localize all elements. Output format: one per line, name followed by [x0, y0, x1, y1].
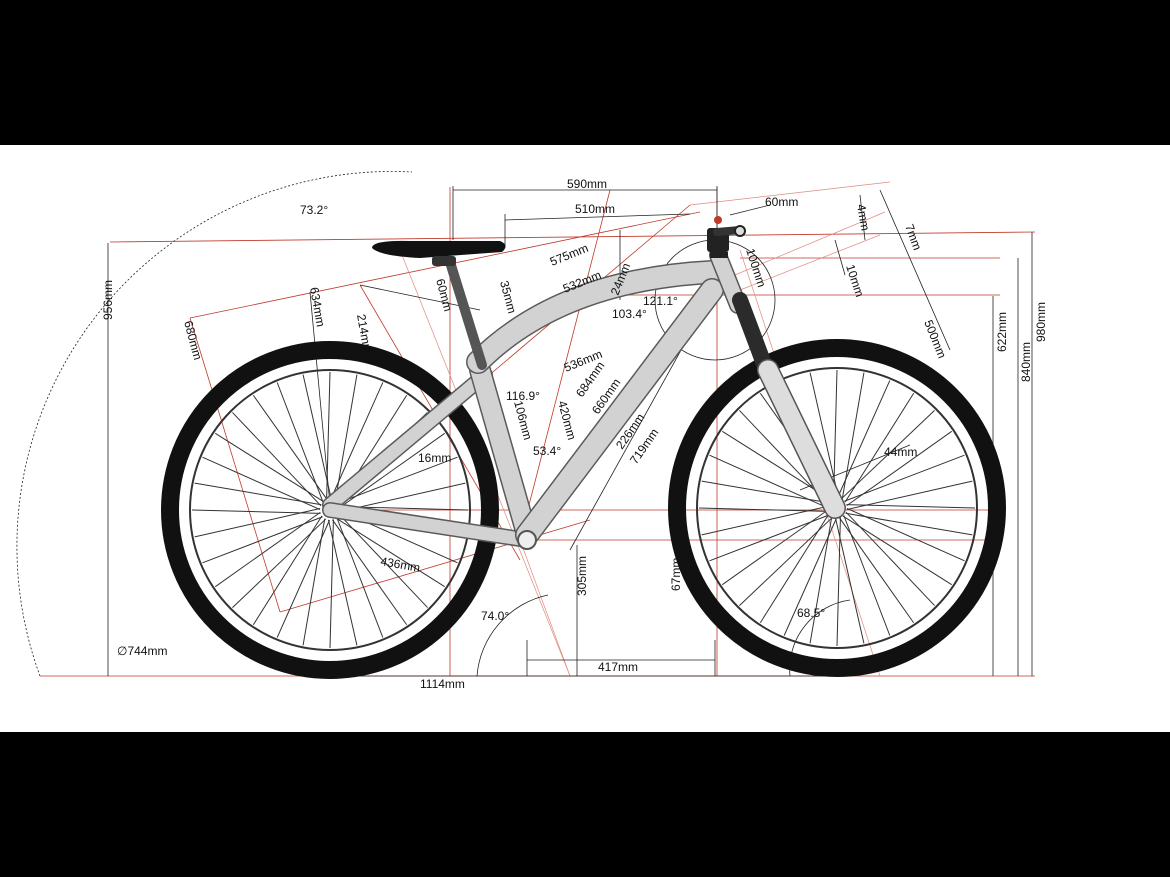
- spoke: [846, 507, 965, 562]
- label-740: 74.0°: [481, 609, 509, 623]
- spoke: [739, 516, 834, 606]
- label-685: 68.5°: [797, 606, 825, 620]
- spoke: [836, 380, 891, 499]
- spoke: [202, 516, 323, 564]
- spoke: [191, 509, 321, 514]
- label-214: 214mm: [354, 313, 375, 355]
- top-letterbox: [0, 0, 1170, 145]
- front-wheel: [668, 339, 1006, 677]
- spoke: [232, 412, 322, 507]
- spoke: [698, 507, 828, 512]
- spoke: [836, 517, 841, 647]
- label-4: 4mm: [854, 203, 872, 232]
- label-1169: 116.9°: [506, 389, 540, 403]
- spoke: [338, 513, 428, 608]
- spoke: [329, 519, 334, 649]
- spoke: [840, 410, 935, 500]
- spoke: [232, 518, 327, 608]
- label-1114: 1114mm: [420, 677, 465, 691]
- label-840: 840mm: [1019, 342, 1033, 382]
- label-1034: 103.4°: [612, 307, 647, 321]
- label-44: 44mm: [884, 445, 917, 459]
- spoke: [846, 480, 973, 511]
- label-534: 53.4°: [533, 444, 561, 458]
- label-510: 510mm: [575, 202, 615, 216]
- label-stem-60: 60mm: [765, 195, 798, 209]
- label-732: 73.2°: [300, 203, 328, 217]
- label-1211: 121.1°: [643, 294, 678, 308]
- frame: [322, 246, 747, 550]
- fork: [732, 292, 846, 519]
- spoke: [709, 514, 830, 562]
- spoke: [844, 454, 965, 502]
- spoke: [843, 515, 891, 636]
- label-305: 305mm: [575, 556, 589, 596]
- rear-wheel: [161, 341, 499, 679]
- label-744: ∅744mm: [117, 644, 167, 658]
- bottom-letterbox: [0, 732, 1170, 877]
- label-622: 622mm: [995, 312, 1009, 352]
- stem: [707, 216, 746, 258]
- spoke: [326, 371, 331, 501]
- label-417: 417mm: [598, 660, 638, 674]
- rear-spokes: [191, 371, 469, 649]
- label-16: 16mm: [418, 451, 451, 465]
- label-590: 590mm: [567, 177, 607, 191]
- spoke: [337, 456, 458, 504]
- label-634: 634mm: [307, 286, 328, 328]
- spoke: [336, 517, 384, 638]
- label-980: 980mm: [1034, 302, 1048, 342]
- spoke: [833, 369, 838, 499]
- spoke: [276, 519, 331, 638]
- spoke: [709, 454, 828, 509]
- spoke: [202, 456, 321, 511]
- label-436: 436mm: [379, 554, 421, 575]
- label-956: 956mm: [101, 280, 115, 320]
- front-spokes: [698, 369, 976, 647]
- spoke: [329, 382, 384, 501]
- spoke: [783, 517, 838, 636]
- spoke: [276, 382, 324, 503]
- saddle: [372, 240, 506, 266]
- label-67: 67mm: [669, 558, 683, 591]
- spoke: [845, 511, 935, 606]
